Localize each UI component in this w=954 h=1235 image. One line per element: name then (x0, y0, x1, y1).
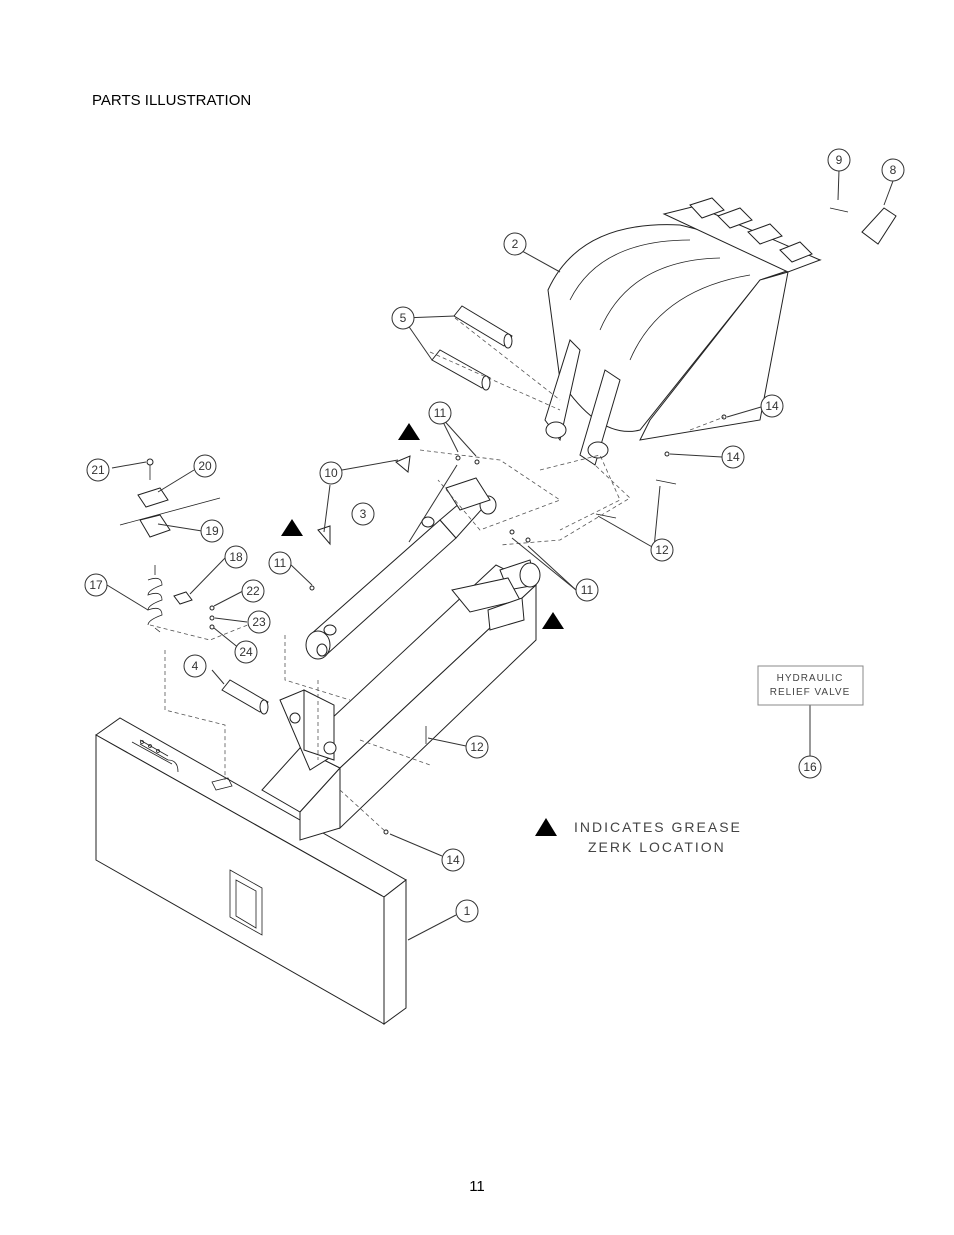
svg-text:14: 14 (446, 853, 460, 867)
legend-triangle-icon (535, 818, 557, 836)
callout-balloons: 1 2 3 4 5 8 9 10 11 11 11 11 12 12 14 14… (84, 148, 905, 923)
svg-text:18: 18 (229, 550, 243, 564)
arm-frame (261, 559, 541, 841)
svg-text:12: 12 (655, 543, 669, 557)
callout-12: 12 (650, 538, 674, 562)
callout-8: 8 (881, 158, 905, 182)
page-number: 11 (469, 1178, 485, 1195)
callout-14: 14 (721, 445, 745, 469)
svg-text:20: 20 (198, 459, 212, 473)
legend-line-2: ZERK LOCATION (588, 839, 726, 855)
svg-text:24: 24 (239, 645, 253, 659)
svg-text:14: 14 (726, 450, 740, 464)
callout-12: 12 (465, 735, 489, 759)
svg-text:1: 1 (464, 904, 471, 918)
svg-text:3: 3 (360, 507, 367, 521)
svg-text:23: 23 (252, 615, 266, 629)
bucket-pins (431, 305, 513, 391)
callout-18: 18 (224, 545, 248, 569)
svg-text:16: 16 (803, 760, 817, 774)
grease-triangle-icon (281, 519, 303, 536)
callout-10: 10 (319, 461, 343, 485)
svg-text:11: 11 (581, 583, 594, 597)
callout-23: 23 (247, 610, 271, 634)
svg-text:11: 11 (434, 406, 447, 420)
legend-line-1: INDICATES GREASE (574, 819, 742, 835)
relief-valve-box: HYDRAULIC RELIEF VALVE (757, 665, 864, 706)
arm-pin (221, 679, 269, 715)
bucket (544, 197, 822, 466)
svg-text:22: 22 (246, 584, 260, 598)
fittings (309, 414, 727, 835)
grease-markers (281, 423, 564, 836)
svg-text:2: 2 (512, 237, 519, 251)
svg-text:10: 10 (324, 466, 338, 480)
svg-text:21: 21 (91, 463, 105, 477)
svg-text:5: 5 (400, 311, 407, 325)
callout-11: 11 (268, 551, 292, 575)
callout-11: 11 (428, 401, 452, 425)
relief-box-line-1: HYDRAULIC (777, 673, 844, 684)
grease-triangle-icon (542, 612, 564, 629)
callout-19: 19 (200, 519, 224, 543)
svg-text:19: 19 (205, 524, 219, 538)
callout-14: 14 (441, 848, 465, 872)
callout-21: 21 (86, 458, 110, 482)
callout-9: 9 (827, 148, 851, 172)
callout-14: 14 (760, 394, 784, 418)
svg-text:8: 8 (890, 163, 897, 177)
svg-text:11: 11 (274, 556, 287, 570)
page-title: PARTS ILLUSTRATION (92, 92, 252, 109)
svg-text:14: 14 (765, 399, 779, 413)
callout-11: 11 (575, 578, 599, 602)
svg-text:9: 9 (836, 153, 843, 167)
relief-box-line-2: RELIEF VALVE (770, 687, 851, 698)
svg-text:4: 4 (192, 659, 199, 673)
callout-16: 16 (798, 755, 822, 779)
callout-3: 3 (351, 502, 375, 526)
callout-5: 5 (391, 306, 415, 330)
bucket-tooth (829, 207, 897, 245)
callout-4: 4 (183, 654, 207, 678)
grease-triangle-icon (398, 423, 420, 440)
spring-latch-assembly (119, 458, 221, 633)
svg-text:12: 12 (470, 740, 484, 754)
callout-1: 1 (455, 899, 479, 923)
svg-text:17: 17 (89, 578, 103, 592)
mounting-plate (95, 717, 407, 1025)
callout-2: 2 (503, 232, 527, 256)
callout-20: 20 (193, 454, 217, 478)
assembly-lines (149, 317, 725, 833)
callout-22: 22 (241, 579, 265, 603)
callout-24: 24 (234, 640, 258, 664)
callout-17: 17 (84, 573, 108, 597)
